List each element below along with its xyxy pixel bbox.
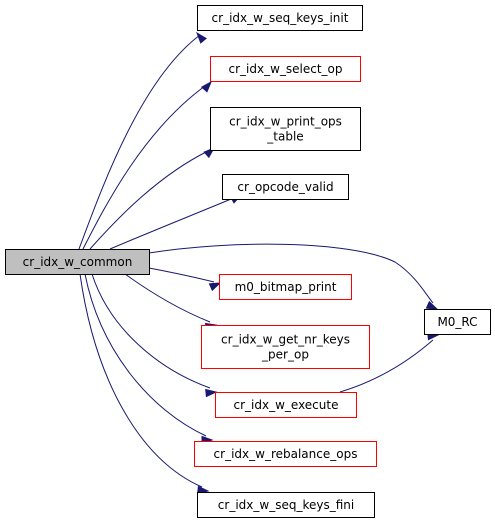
arrowhead-icon [205, 388, 218, 398]
node-label: cr_idx_w_seq_keys_fini [218, 498, 354, 512]
node-m0-rc[interactable]: M0_RC [424, 309, 491, 335]
node-label: cr_idx_w_seq_keys_init [212, 11, 349, 25]
node-label: _table [266, 130, 303, 144]
node-seq-keys-init[interactable]: cr_idx_w_seq_keys_init [197, 5, 363, 31]
node-label: cr_idx_w_select_op [228, 62, 342, 76]
edge-line [109, 196, 237, 250]
arrowhead-icon [425, 300, 439, 310]
edge-line [148, 267, 215, 283]
edge-root-to-get_nr_keys [124, 273, 218, 332]
node-get-nr-keys[interactable]: cr_idx_w_get_nr_keys_per_op [201, 325, 370, 369]
edge-line [82, 85, 206, 250]
node-box [424, 309, 491, 335]
node-label: M0_RC [437, 315, 477, 329]
edge-line [84, 273, 207, 437]
node-seq-keys-fini[interactable]: cr_idx_w_seq_keys_fini [197, 492, 375, 518]
node-box [201, 325, 370, 369]
node-select-op[interactable]: cr_idx_w_select_op [210, 56, 361, 82]
node-label: cr_idx_w_get_nr_keys [221, 333, 350, 347]
node-box [219, 274, 352, 300]
node-box [210, 56, 361, 82]
edge-line [79, 273, 203, 488]
node-rebalance-ops[interactable]: cr_idx_w_rebalance_ops [194, 441, 377, 467]
node-box [210, 107, 361, 151]
node-box [222, 174, 349, 200]
node-label: _per_op [261, 348, 309, 362]
edge-root-to-select_op [82, 80, 213, 250]
edge-root-to-opcode_valid [109, 194, 243, 250]
edge-line [78, 34, 201, 250]
edge-root-to-seq_keys_fini [79, 273, 210, 495]
node-print-ops-table[interactable]: cr_idx_w_print_ops_table [210, 107, 361, 151]
edge-line [89, 150, 209, 250]
node-box [197, 492, 375, 518]
edge-line [91, 273, 211, 389]
node-box [197, 5, 363, 31]
node-label: cr_idx_w_common [23, 255, 133, 269]
edge-line [339, 339, 434, 393]
arrowhead-icon [196, 31, 207, 44]
root-node[interactable]: cr_idx_w_common [5, 249, 150, 275]
node-label: cr_idx_w_rebalance_ops [214, 447, 358, 461]
edge-root-to-seq_keys_init [78, 31, 207, 250]
edge-root-to-m0_rc [148, 243, 439, 310]
edge-root-to-rebalance_ops [84, 273, 214, 445]
node-box [215, 392, 357, 418]
node-execute[interactable]: cr_idx_w_execute [215, 392, 357, 418]
arrowhead-icon [208, 282, 222, 292]
node-label: m0_bitmap_print [235, 280, 337, 294]
node-bitmap-print[interactable]: m0_bitmap_print [219, 274, 352, 300]
edge-line [124, 273, 211, 323]
node-box [194, 441, 377, 467]
node-opcode-valid[interactable]: cr_opcode_valid [222, 174, 349, 200]
node-box [5, 249, 150, 275]
node-label: cr_idx_w_print_ops [229, 115, 342, 129]
edge-root-to-print_ops_table [89, 146, 216, 250]
arrowhead-icon [200, 80, 213, 93]
edge-root-to-bitmap_print [148, 267, 222, 292]
edge-root-to-execute [91, 273, 218, 398]
node-label: cr_opcode_valid [237, 180, 333, 194]
node-label: cr_idx_w_execute [234, 398, 339, 412]
edge-line [148, 243, 434, 304]
